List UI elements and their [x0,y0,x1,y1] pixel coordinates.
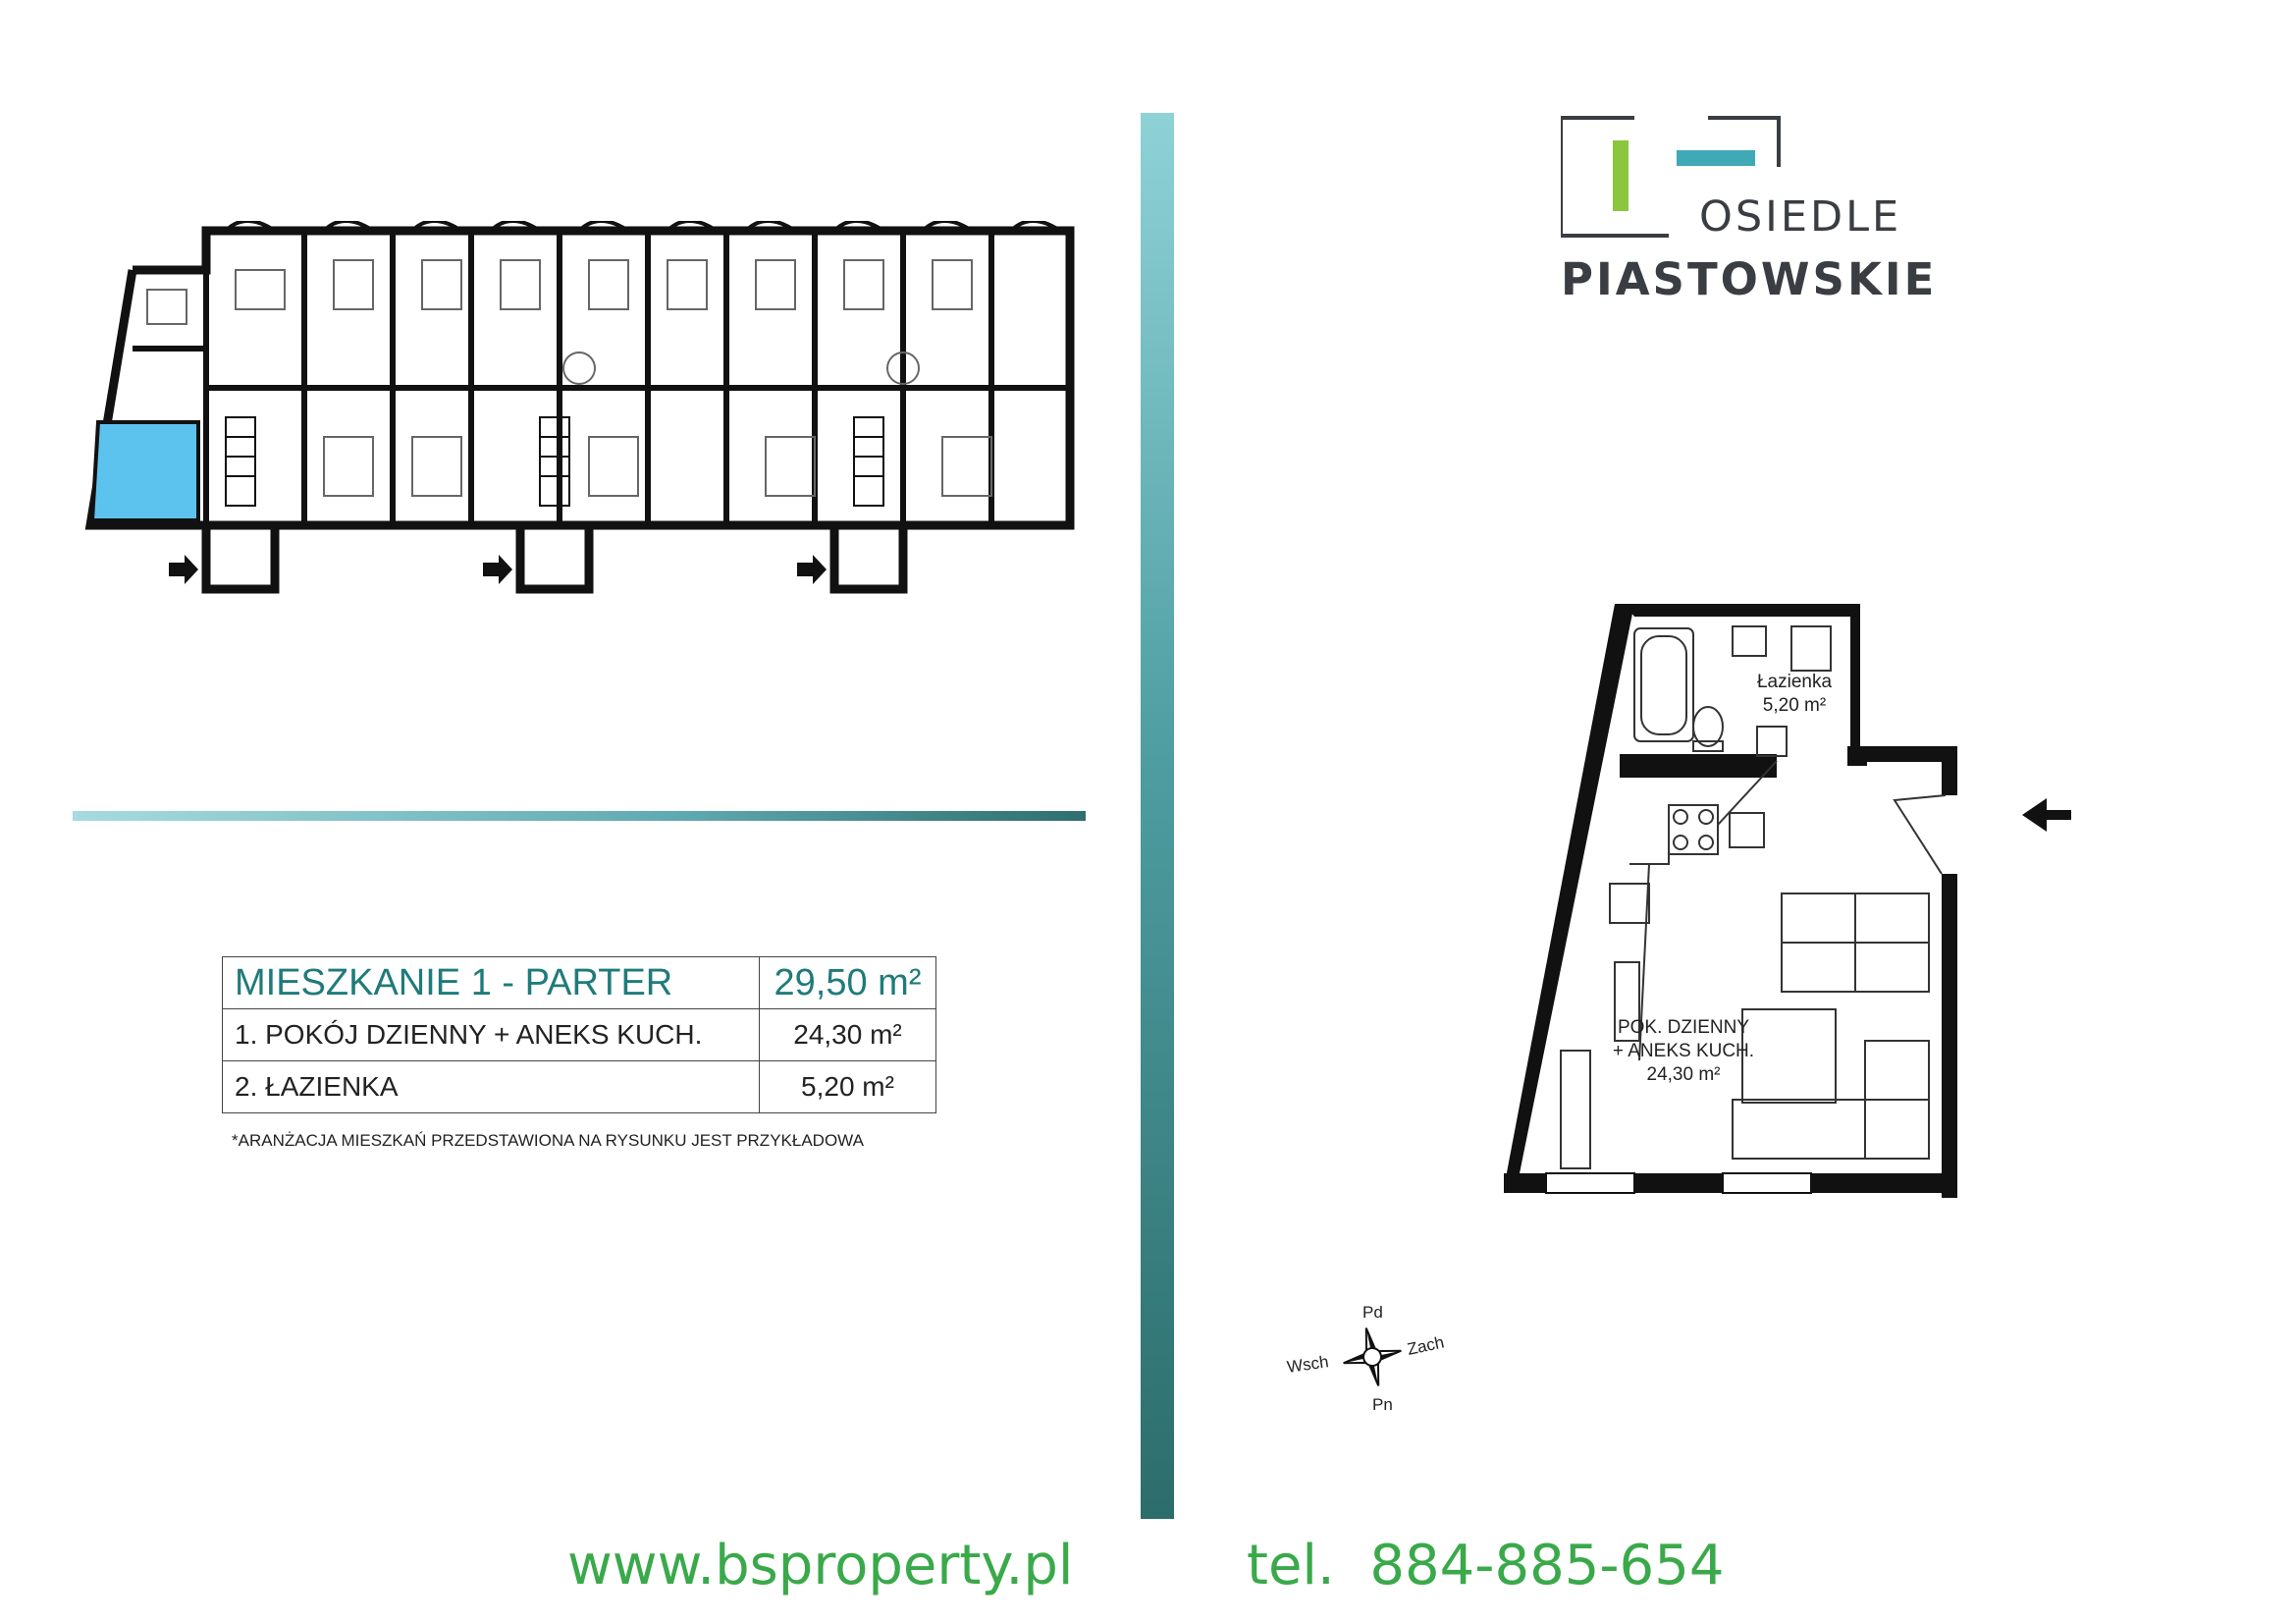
website-link[interactable]: www.bsproperty.pl [567,1534,1074,1597]
furniture [146,259,992,497]
phone-number[interactable]: tel. 884-885-654 [1247,1534,1725,1597]
interior-walls [133,231,1070,525]
entrance-arrow-icon [2022,798,2071,832]
doors [1717,760,1947,875]
living-label-line2: + ANEKS KUCH. [1613,1041,1754,1061]
table-row: 2. ŁAZIENKA 5,20 m² [222,1060,936,1113]
building-outline [84,226,1075,594]
room-label: 1. POKÓJ DZIENNY + ANEKS KUCH. [222,1008,760,1061]
bathroom-fixtures [1633,625,1832,757]
stairs [225,416,884,507]
living-furniture [1560,893,1930,1169]
brand-logo-mark [1561,116,1781,238]
entrance-arrows [169,555,827,584]
bathroom-label: Łazienka [1757,672,1832,692]
brand-name-line1: OSIEDLE [1699,192,1902,242]
compass-west: Wsch [1286,1352,1330,1377]
room-label: 2. ŁAZIENKA [222,1060,760,1113]
area-table: MIESZKANIE 1 - PARTER 29,50 m² 1. POKÓJ … [222,956,936,1113]
vertical-divider [1141,113,1174,1519]
compass-south: Pn [1372,1395,1393,1414]
bay-windows [224,221,1062,233]
table-row: 1. POKÓJ DZIENNY + ANEKS KUCH. 24,30 m² [222,1008,936,1061]
apartment-title: MIESZKANIE 1 - PARTER [222,956,760,1009]
apartment-total-area: 29,50 m² [759,956,936,1009]
unit-walls [1504,604,1957,1198]
horizontal-divider [73,811,1086,821]
compass-rose-icon: Pd Pn Wsch Zach [1286,1303,1446,1414]
building-floor-plan [84,221,1075,594]
living-area: 24,30 m² [1647,1064,1721,1085]
windows [1545,1172,1812,1194]
living-label-line1: POK. DZIENNY [1618,1017,1749,1038]
arrangement-note: *ARANŻACJA MIESZKAŃ PRZEDSTAWIONA NA RYS… [232,1131,864,1150]
highlighted-apartment [89,420,200,522]
room-area: 5,20 m² [759,1060,936,1113]
table-header-row: MIESZKANIE 1 - PARTER 29,50 m² [222,956,936,1009]
compass-north: Pd [1362,1303,1383,1322]
apartment-floor-plan: Łazienka 5,20 m² POK. DZIENNY + ANEKS KU… [1504,604,2071,1198]
room-area: 24,30 m² [759,1008,936,1061]
compass-east: Zach [1406,1332,1446,1358]
kitchen-fixtures [1609,804,1765,1061]
brand-name-line2: PIASTOWSKIE [1561,253,1938,305]
bathroom-area: 5,20 m² [1763,695,1826,716]
